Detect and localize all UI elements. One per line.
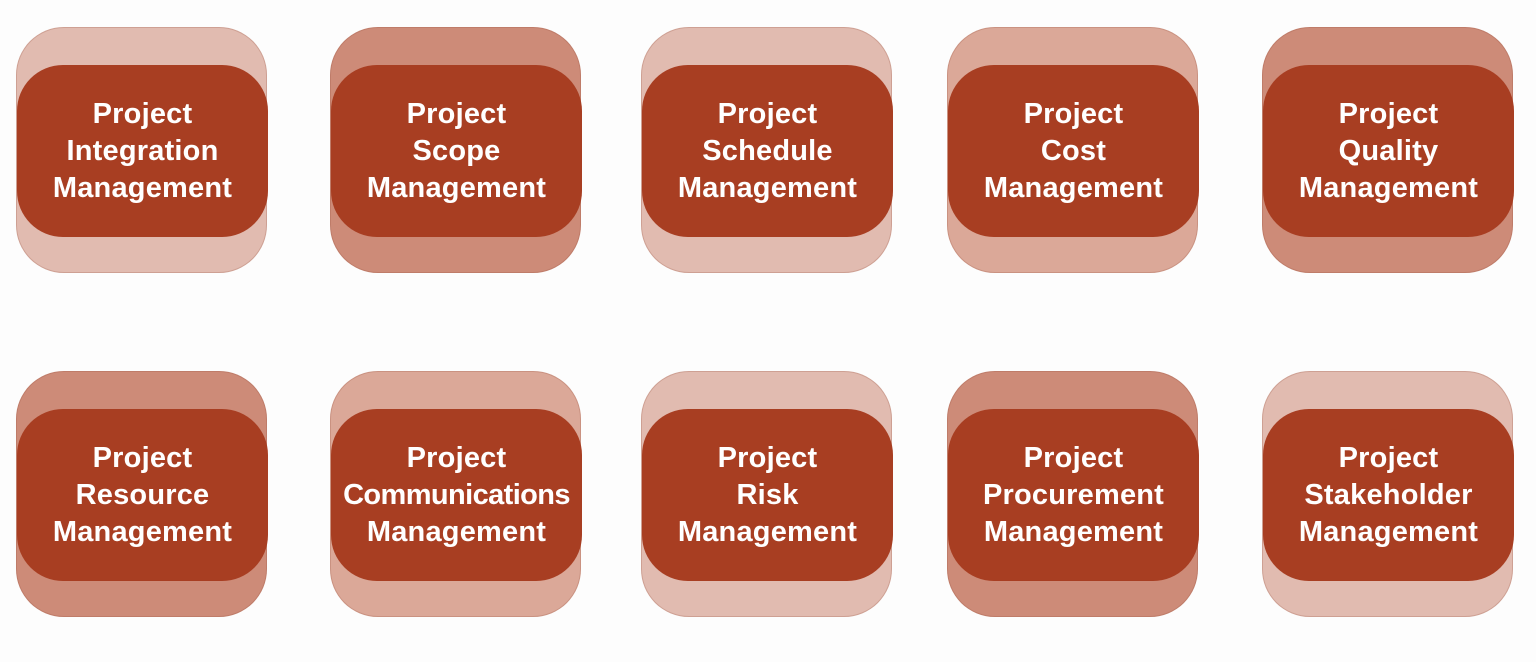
tile-label-line: Project — [406, 97, 507, 130]
tile-label-line: Project — [92, 441, 193, 474]
tile-face: Project Quality Management — [1263, 65, 1514, 237]
tile-face: Project Cost Management — [948, 65, 1199, 237]
tile-label-line: Quality — [1338, 134, 1439, 167]
tile-label-line: Management — [677, 171, 858, 204]
tile-label-line: Project — [92, 97, 193, 130]
tile-face: Project Stakeholder Management — [1263, 409, 1514, 581]
tile-label-line: Management — [366, 171, 547, 204]
tile-label-line: Management — [52, 171, 233, 204]
tile-label-line: Project — [1023, 441, 1124, 474]
knowledge-area-tile-schedule: Project Schedule Management — [641, 27, 893, 273]
tile-face: Project Schedule Management — [642, 65, 893, 237]
knowledge-area-tile-scope: Project Scope Management — [330, 27, 582, 273]
knowledge-area-tile-risk: Project Risk Management — [641, 371, 893, 617]
tile-label-line: Management — [52, 515, 233, 548]
tile-label-line: Communications — [343, 478, 570, 511]
knowledge-area-tile-stakeholder: Project Stakeholder Management — [1262, 371, 1514, 617]
tile-face: Project Integration Management — [17, 65, 268, 237]
tile-label-line: Integration — [66, 134, 219, 167]
tile-label-line: Scope — [412, 134, 501, 167]
tile-label-line: Project — [406, 441, 507, 474]
tile-label-line: Management — [1298, 171, 1479, 204]
tile-face: Project Procurement Management — [948, 409, 1199, 581]
tile-label-line: Management — [677, 515, 858, 548]
tile-label-line: Risk — [736, 478, 799, 511]
tile-face: Project Risk Management — [642, 409, 893, 581]
tile-face: Project Communications Management — [331, 409, 582, 581]
tile-face: Project Scope Management — [331, 65, 582, 237]
knowledge-area-tile-cost: Project Cost Management — [947, 27, 1199, 273]
knowledge-area-tile-resource: Project Resource Management — [16, 371, 268, 617]
knowledge-area-tile-procurement: Project Procurement Management — [947, 371, 1199, 617]
tile-label-line: Management — [983, 171, 1164, 204]
tile-label-line: Project — [717, 97, 818, 130]
knowledge-area-tile-communications: Project Communications Management — [330, 371, 582, 617]
tile-label-line: Schedule — [702, 134, 833, 167]
tile-face: Project Resource Management — [17, 409, 268, 581]
tile-label-line: Stakeholder — [1304, 478, 1473, 511]
tile-label-line: Project — [1338, 441, 1439, 474]
tile-label-line: Project — [1338, 97, 1439, 130]
tile-label-line: Procurement — [982, 478, 1165, 511]
tile-label-line: Cost — [1040, 134, 1107, 167]
tile-label-line: Management — [366, 515, 547, 548]
knowledge-area-tile-integration: Project Integration Management — [16, 27, 268, 273]
tile-label-line: Project — [1023, 97, 1124, 130]
knowledge-area-tile-quality: Project Quality Management — [1262, 27, 1514, 273]
tile-label-line: Resource — [75, 478, 210, 511]
tile-label-line: Management — [1298, 515, 1479, 548]
tile-label-line: Management — [983, 515, 1164, 548]
tile-label-line: Project — [717, 441, 818, 474]
